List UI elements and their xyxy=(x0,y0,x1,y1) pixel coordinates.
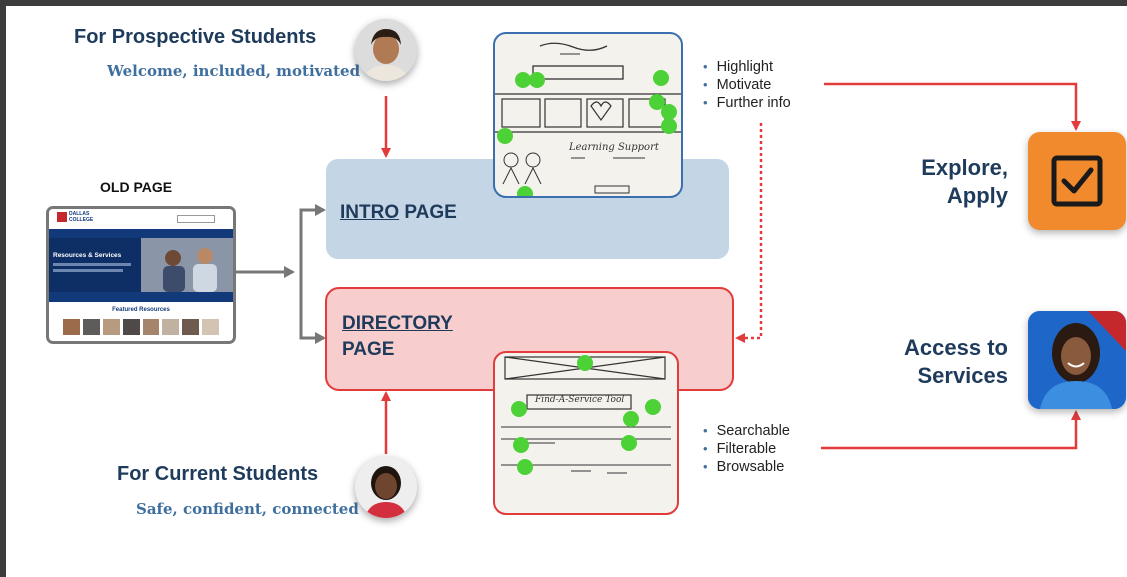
explore-apply-label: Explore, Apply xyxy=(921,155,1008,208)
touch-point-dot xyxy=(661,118,677,134)
touch-point-dot xyxy=(517,459,533,475)
student-portrait-icon xyxy=(355,19,417,81)
touch-point-dot xyxy=(645,399,661,415)
intro-bullets: Highlight Motivate Further info xyxy=(703,58,791,112)
access-services-tile[interactable] xyxy=(1028,311,1126,409)
checkbox-icon xyxy=(1051,155,1103,207)
intro-page-label: INTRO PAGE xyxy=(340,202,457,223)
arrow-intro-to-directory-dotted xyxy=(735,123,763,343)
directory-bullet: Browsable xyxy=(703,458,790,476)
old-page-label: OLD PAGE xyxy=(100,179,173,195)
prospective-student-avatar xyxy=(355,19,417,81)
touch-point-dot xyxy=(517,186,533,196)
touch-point-dot xyxy=(511,401,527,417)
directory-bullet: Searchable xyxy=(703,422,790,440)
touch-point-dot xyxy=(653,70,669,86)
logo-icon xyxy=(57,212,67,222)
touch-point-dot xyxy=(577,355,593,371)
arrow-directory-to-services xyxy=(821,410,1081,450)
intro-bullet: Highlight xyxy=(703,58,791,76)
directory-page-label-line2: PAGE xyxy=(342,339,395,360)
hero-photo xyxy=(141,238,233,292)
arrow-bracket xyxy=(299,208,322,340)
intro-bullet: Motivate xyxy=(703,76,791,94)
arrow-intro-to-explore xyxy=(824,82,1081,131)
featured-thumbs xyxy=(63,319,219,335)
prospective-title: For Prospective Students xyxy=(74,26,317,48)
wireframe-sketch-icon xyxy=(501,356,671,474)
directory-sketch-caption: Find-A-Service Tool xyxy=(535,395,625,405)
old-page-thumbnail[interactable]: DALLAS COLLEGE Resources & Services Feat… xyxy=(46,206,236,344)
old-page-hero: Resources & Services xyxy=(49,238,233,292)
old-page-header: DALLAS COLLEGE xyxy=(49,209,233,230)
touch-point-dot xyxy=(649,94,665,110)
intro-page-sketch[interactable]: Learning Support xyxy=(493,32,683,198)
student-photo-icon xyxy=(1028,311,1126,409)
directory-page-label-line1: DIRECTORY xyxy=(342,313,453,334)
touch-point-dot xyxy=(515,72,531,88)
current-title: For Current Students xyxy=(117,463,319,485)
search-input xyxy=(177,215,215,223)
old-page-nav xyxy=(49,229,233,238)
touch-point-dot xyxy=(661,104,677,120)
intro-sketch-caption: Learning Support xyxy=(569,142,659,153)
wireframe-sketch-icon xyxy=(495,42,681,194)
current-subtitle: Safe, confident, connected xyxy=(136,500,359,518)
touch-point-dot xyxy=(497,128,513,144)
touch-point-dot xyxy=(513,437,529,453)
slide: For Prospective Students Welcome, includ… xyxy=(6,6,1127,577)
intro-bullet: Further info xyxy=(703,94,791,112)
access-services-label: Access to Services xyxy=(904,335,1008,388)
touch-point-dot xyxy=(529,72,545,88)
student-portrait-icon xyxy=(355,456,417,518)
directory-page-sketch[interactable]: Find-A-Service Tool xyxy=(493,351,679,515)
explore-apply-tile[interactable] xyxy=(1028,132,1126,230)
touch-point-dot xyxy=(621,435,637,451)
directory-bullets: Searchable Filterable Browsable xyxy=(703,422,790,476)
prospective-subtitle: Welcome, included, motivated xyxy=(107,62,361,80)
touch-point-dot xyxy=(623,411,639,427)
directory-bullet: Filterable xyxy=(703,440,790,458)
connector-arrows xyxy=(234,82,1081,454)
current-student-avatar xyxy=(355,456,417,518)
